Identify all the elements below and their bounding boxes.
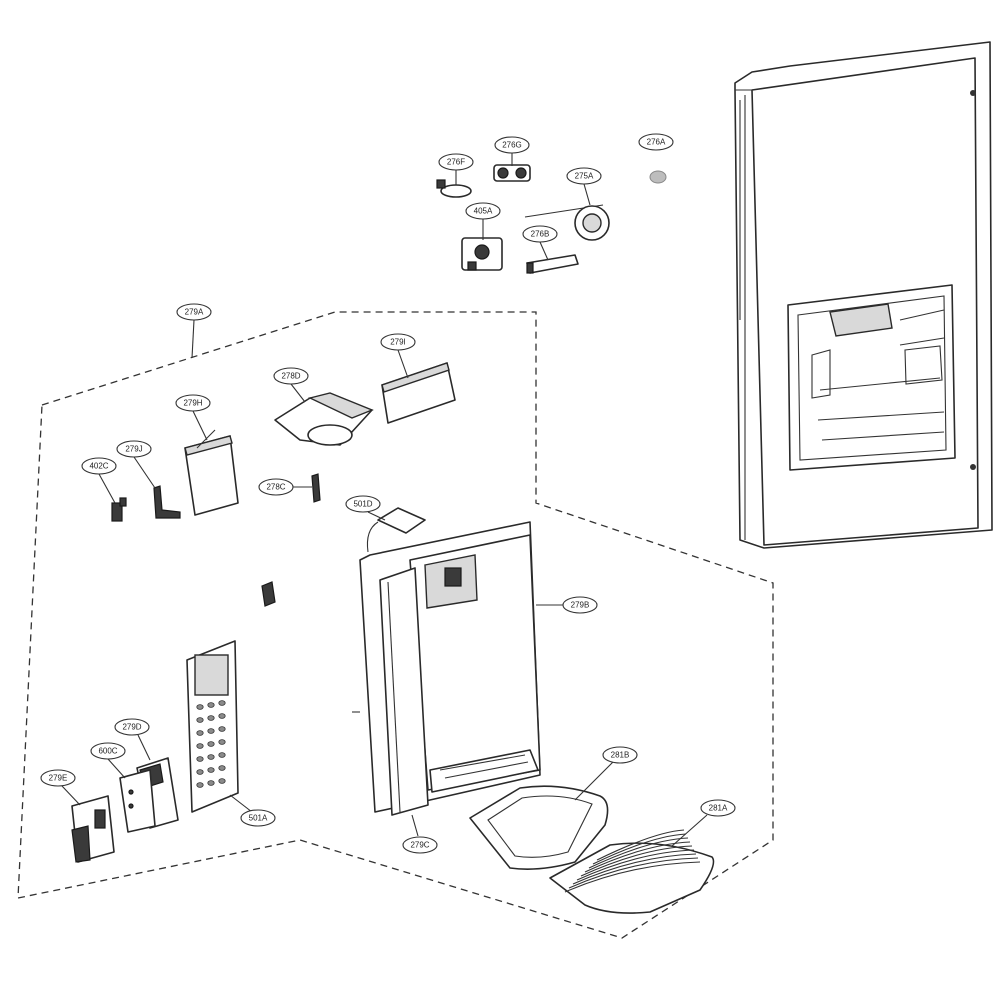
keypad-button-icon [207, 767, 215, 773]
callout-501A-text: 501A [249, 814, 268, 823]
keypad-button-icon [196, 743, 204, 749]
callout-281A-text: 281A [709, 804, 728, 813]
callout-276B-text: 276B [531, 230, 550, 239]
part-402C-shape [111, 497, 127, 522]
keypad-button-icon [207, 715, 215, 721]
keypad-button-icon [218, 739, 226, 745]
callout-281A: 281A [700, 799, 736, 817]
keypad-button-icon [207, 728, 215, 734]
keypad-button-icon [218, 765, 226, 771]
small-bracket-shape [261, 581, 276, 607]
callout-279I: 279I [380, 333, 416, 351]
callout-279E-text: 279E [49, 774, 68, 783]
callout-402C: 402C [81, 457, 117, 475]
part-279I-shape [381, 362, 456, 424]
callout-600C-text: 600C [98, 747, 117, 756]
keypad-button-icon [196, 717, 204, 723]
part-600C-shape [119, 769, 156, 833]
callout-278D: 278D [273, 367, 309, 385]
callout-501D-text: 501D [353, 500, 372, 509]
part-276F-shape [436, 179, 472, 198]
callout-278C: 278C [258, 478, 294, 496]
callout-279B: 279B [562, 596, 598, 614]
callout-279C: 279C [402, 836, 438, 854]
callout-281B: 281B [602, 746, 638, 764]
keypad-button-icon [196, 756, 204, 762]
part-279J-shape [153, 485, 181, 519]
part-281A-grille [549, 829, 715, 914]
callout-276G-text: 276G [502, 141, 522, 150]
callout-405A-text: 405A [474, 207, 493, 216]
callout-279H-text: 279H [183, 399, 202, 408]
callout-279B-text: 279B [571, 601, 590, 610]
callout-275A: 275A [566, 167, 602, 185]
keypad-button-icon [196, 704, 204, 710]
callout-402C-text: 402C [89, 462, 108, 471]
callout-278C-text: 278C [266, 483, 285, 492]
keypad-button-icon [218, 778, 226, 784]
part-279B-housing [352, 521, 541, 813]
part-279H-shape [184, 429, 239, 516]
callout-276F-text: 276F [447, 158, 465, 167]
part-501D-shape [366, 507, 426, 553]
callout-279H: 279H [175, 394, 211, 412]
keypad-button-icon [207, 702, 215, 708]
part-279C-trim [379, 567, 429, 816]
callout-405A: 405A [465, 202, 501, 220]
callout-278D-text: 278D [281, 372, 300, 381]
door-screw-icon [970, 464, 976, 470]
callout-279A: 279A [176, 303, 212, 321]
part-501A-panel [186, 640, 239, 813]
callout-279A-text: 279A [185, 308, 204, 317]
callout-labels: 276F 276G 276A 275A 405A 276B 279A 279I … [40, 133, 736, 854]
part-275A-shape [524, 204, 610, 241]
callout-276A: 276A [638, 133, 674, 151]
part-278D-shape [274, 392, 374, 446]
part-276B-shape [526, 254, 579, 274]
callout-281B-text: 281B [611, 751, 630, 760]
keypad-button-icon [207, 754, 215, 760]
callout-501A: 501A [240, 809, 276, 827]
keypad-button-icon [218, 726, 226, 732]
part-278C-shape [311, 473, 321, 503]
callout-276A-text: 276A [647, 138, 666, 147]
callout-279D-text: 279D [122, 723, 141, 732]
keypad-button-icon [218, 700, 226, 706]
callout-279I-text: 279I [390, 338, 406, 347]
part-276A-shape [649, 170, 667, 184]
callout-600C: 600C [90, 742, 126, 760]
part-405A-shape [461, 237, 503, 271]
callout-279C-text: 279C [410, 841, 429, 850]
keypad-button-icon [196, 769, 204, 775]
leader-lines [61, 153, 708, 847]
callout-275A-text: 275A [575, 172, 594, 181]
keypad-button-icon [218, 713, 226, 719]
callout-501D: 501D [345, 495, 381, 513]
part-281B-tray [469, 785, 609, 870]
refrigerator-door [734, 41, 993, 549]
callout-276B: 276B [522, 225, 558, 243]
callout-279D: 279D [114, 718, 150, 736]
callout-279J-text: 279J [125, 445, 142, 454]
keypad-button-icon [207, 741, 215, 747]
callout-279E: 279E [40, 769, 76, 787]
keypad-button-icon [196, 730, 204, 736]
callout-276G: 276G [494, 136, 530, 154]
part-279E-shape [71, 795, 115, 863]
part-276G-shape [493, 164, 531, 182]
keypad-button-icon [218, 752, 226, 758]
callout-276F: 276F [438, 153, 474, 171]
keypad-button-icon [196, 782, 204, 788]
callout-279J: 279J [116, 440, 152, 458]
keypad-button-icon [207, 780, 215, 786]
keypad-buttons [196, 700, 226, 788]
door-screw-icon [970, 90, 976, 96]
